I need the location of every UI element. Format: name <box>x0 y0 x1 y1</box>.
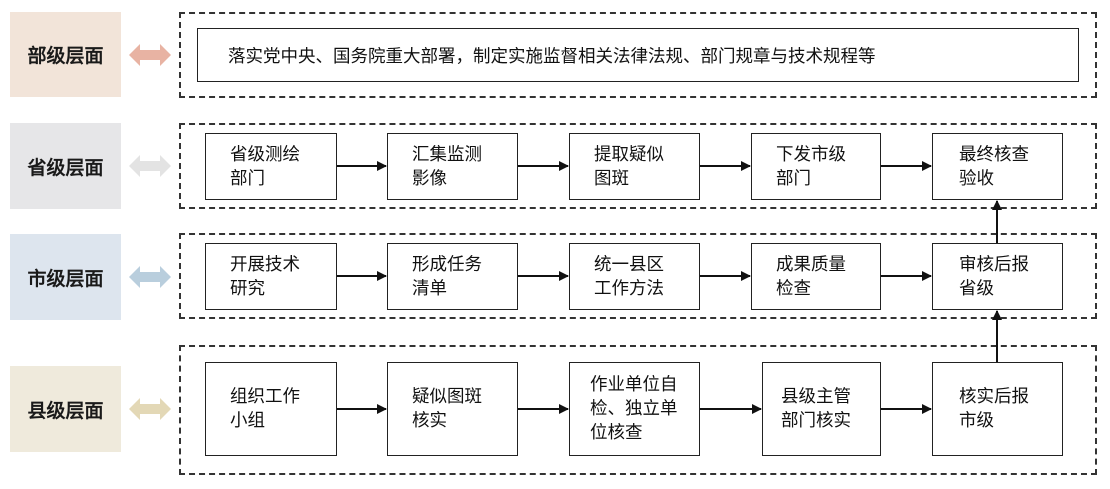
step-line: 审核后报 <box>959 254 1029 275</box>
province-step-1: 省级测绘部门 <box>205 133 337 200</box>
step-line: 市级 <box>959 411 994 431</box>
step-line: 省级 <box>959 278 994 299</box>
ministry-text: 落实党中央、国务院重大部署，制定实施监督相关法律法规、部门规章与技术规程等 <box>228 46 876 67</box>
level-county: 县级层面 <box>10 366 121 452</box>
step-line: 小组 <box>230 411 265 431</box>
step-line: 疑似图斑 <box>412 387 482 407</box>
step-line: 作业单位自 <box>590 375 678 395</box>
level-ministry: 部级层面 <box>10 12 121 97</box>
level-label: 部级层面 <box>27 45 104 67</box>
step-line: 部门 <box>230 168 265 189</box>
level-label: 县级层面 <box>27 399 104 422</box>
step-line: 清单 <box>412 278 447 299</box>
county-step-2: 疑似图斑核实 <box>387 362 518 456</box>
province-step-2: 汇集监测影像 <box>387 133 518 200</box>
step-line: 研究 <box>230 278 265 299</box>
province-step-4: 下发市级部门 <box>751 133 881 200</box>
level-label: 市级层面 <box>27 267 104 290</box>
city-step-3: 统一县区工作方法 <box>569 243 700 310</box>
step-line: 形成任务 <box>412 254 482 275</box>
band-city <box>179 233 1097 319</box>
step-line: 部门核实 <box>781 411 851 431</box>
county-step-3: 作业单位自检、独立单位核查 <box>569 362 700 456</box>
double-arrow-icon <box>129 266 171 288</box>
city-step-5: 审核后报省级 <box>932 243 1063 310</box>
band-province <box>179 123 1097 209</box>
band-county <box>179 345 1097 475</box>
step-line: 省级测绘 <box>230 144 300 165</box>
city-step-4: 成果质量检查 <box>751 243 881 310</box>
step-line: 图斑 <box>594 168 629 189</box>
step-line: 组织工作 <box>230 387 300 407</box>
step-line: 工作方法 <box>594 278 664 299</box>
band-ministry <box>179 12 1097 98</box>
level-province: 省级层面 <box>10 123 121 209</box>
county-step-4: 县级主管部门核实 <box>762 362 881 456</box>
step-line: 开展技术 <box>230 254 300 275</box>
city-step-2: 形成任务清单 <box>387 243 518 310</box>
level-label: 省级层面 <box>27 156 104 179</box>
step-line: 影像 <box>412 168 447 189</box>
level-city: 市级层面 <box>10 234 121 320</box>
city-step-1: 开展技术研究 <box>205 243 337 310</box>
step-line: 位核查 <box>590 423 643 443</box>
step-line: 下发市级 <box>776 144 846 165</box>
step-line: 验收 <box>959 168 994 189</box>
step-line: 汇集监测 <box>412 144 482 165</box>
county-step-1: 组织工作小组 <box>205 362 337 456</box>
step-line: 成果质量 <box>776 254 846 275</box>
step-line: 核实后报 <box>959 387 1029 407</box>
double-arrow-icon <box>129 44 171 66</box>
step-line: 核实 <box>412 411 447 431</box>
double-arrow-icon <box>129 398 171 420</box>
step-line: 统一县区 <box>594 254 664 275</box>
step-line: 部门 <box>776 168 811 189</box>
step-line: 提取疑似 <box>594 144 664 165</box>
county-step-5: 核实后报市级 <box>932 362 1063 456</box>
step-line: 县级主管 <box>781 387 851 407</box>
province-step-3: 提取疑似图斑 <box>569 133 700 200</box>
step-line: 最终核查 <box>959 144 1029 165</box>
province-step-5: 最终核查验收 <box>932 133 1063 200</box>
step-line: 检、独立单 <box>590 399 678 419</box>
ministry-box: 落实党中央、国务院重大部署，制定实施监督相关法律法规、部门规章与技术规程等 <box>197 28 1079 82</box>
step-line: 检查 <box>776 278 811 299</box>
double-arrow-icon <box>129 155 171 177</box>
